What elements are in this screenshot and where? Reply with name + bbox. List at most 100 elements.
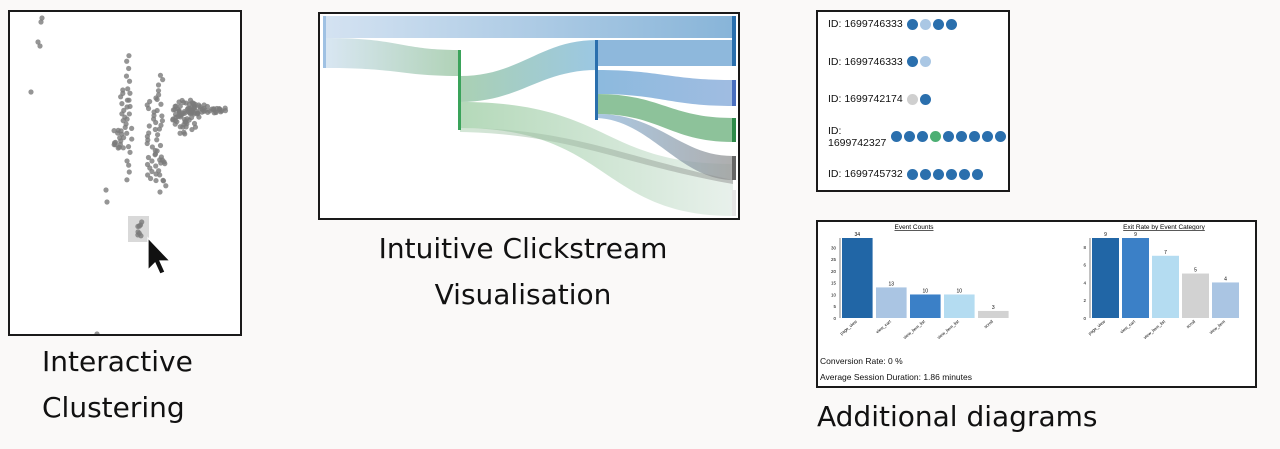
scatter-point[interactable] <box>104 199 110 205</box>
scatter-point[interactable] <box>160 77 166 83</box>
session-row[interactable]: ID: 1699742327 <box>828 125 1008 149</box>
scatter-point[interactable] <box>145 154 152 161</box>
scatter-point[interactable] <box>177 103 183 109</box>
scatter-point[interactable] <box>37 43 43 49</box>
scatter-point[interactable] <box>123 73 130 79</box>
event-dot[interactable] <box>919 93 931 105</box>
scatter-point[interactable] <box>124 158 130 164</box>
scatter-point[interactable] <box>211 110 217 116</box>
scatter-point[interactable] <box>152 126 158 133</box>
bar[interactable] <box>910 294 941 318</box>
event-dot[interactable] <box>906 18 918 30</box>
scatter-point[interactable] <box>178 112 185 118</box>
scatter-point[interactable] <box>187 110 193 117</box>
clustering-panel[interactable] <box>8 10 242 336</box>
sankey-node[interactable] <box>323 16 326 68</box>
scatter-point[interactable] <box>124 97 131 103</box>
scatter-point[interactable] <box>155 82 162 88</box>
bar[interactable] <box>1152 255 1179 318</box>
scatter-point[interactable] <box>126 78 133 84</box>
scatter-point[interactable] <box>120 145 126 151</box>
scatter-point[interactable] <box>126 53 132 59</box>
scatter-point[interactable] <box>157 189 163 195</box>
scatter-point[interactable] <box>157 142 164 149</box>
scatter-point[interactable] <box>155 88 162 94</box>
scatter-point[interactable] <box>152 151 159 157</box>
scatter-point[interactable] <box>39 15 45 21</box>
scatter-point[interactable] <box>122 124 128 130</box>
scatter-point[interactable] <box>156 126 163 132</box>
scatter-point[interactable] <box>197 104 203 110</box>
scatter-point[interactable] <box>124 177 130 183</box>
sankey-node[interactable] <box>732 156 736 180</box>
session-row[interactable]: ID: 1699742174 <box>828 88 933 110</box>
scatter-point[interactable] <box>116 144 122 150</box>
scatter-point[interactable] <box>118 94 124 100</box>
scatter-point[interactable] <box>136 230 142 237</box>
scatter-point[interactable] <box>183 100 189 106</box>
scatter-point[interactable] <box>136 223 142 229</box>
scatter-point[interactable] <box>129 136 135 142</box>
scatter-point[interactable] <box>145 172 151 178</box>
scatter-point[interactable] <box>119 111 125 117</box>
scatter-point[interactable] <box>173 114 179 121</box>
scatter-point[interactable] <box>187 105 193 112</box>
scatter-point[interactable] <box>189 126 195 133</box>
bar[interactable] <box>1122 238 1149 318</box>
sankey-node[interactable] <box>732 80 736 106</box>
bar[interactable] <box>876 287 907 318</box>
event-dot[interactable] <box>904 131 915 142</box>
scatter-point[interactable] <box>149 158 155 164</box>
sankey-node[interactable] <box>732 190 736 216</box>
scatter-point[interactable] <box>125 144 132 150</box>
scatter-point[interactable] <box>126 111 132 117</box>
scatter-point[interactable] <box>38 19 44 25</box>
scatter-point[interactable] <box>179 97 185 104</box>
scatter-point[interactable] <box>35 39 41 45</box>
scatter-point[interactable] <box>187 97 194 103</box>
event-dot[interactable] <box>958 168 970 180</box>
scatter-point[interactable] <box>181 121 187 128</box>
event-dot[interactable] <box>919 168 931 180</box>
scatter-point[interactable] <box>144 140 150 147</box>
event-dot[interactable] <box>971 168 983 180</box>
event-dot[interactable] <box>919 56 931 67</box>
scatter-point[interactable] <box>127 149 133 155</box>
sankey-node[interactable] <box>732 16 736 66</box>
session-row[interactable]: ID: 1699746333 <box>828 13 959 35</box>
sankey-node[interactable] <box>732 118 736 142</box>
scatter-point[interactable] <box>157 72 164 78</box>
scatter-point[interactable] <box>153 163 159 169</box>
selection-box[interactable] <box>128 216 149 242</box>
bar[interactable] <box>1212 282 1239 318</box>
event-dot[interactable] <box>932 168 944 180</box>
scatter-point[interactable] <box>153 177 159 184</box>
scatter-point[interactable] <box>129 125 135 132</box>
scatter-point[interactable] <box>154 132 161 138</box>
scatter-point[interactable] <box>117 135 123 141</box>
cluster-scatter-plot[interactable] <box>10 12 240 334</box>
scatter-point[interactable] <box>115 127 121 133</box>
scatter-point[interactable] <box>158 101 164 107</box>
bar[interactable] <box>978 310 1009 318</box>
scatter-point[interactable] <box>154 137 160 143</box>
scatter-point[interactable] <box>124 104 130 110</box>
scatter-point[interactable] <box>192 105 198 111</box>
event-dot[interactable] <box>969 131 980 142</box>
sankey-node[interactable] <box>458 50 461 130</box>
scatter-point[interactable] <box>120 118 126 124</box>
event-dot[interactable] <box>956 131 967 142</box>
event-dot[interactable] <box>995 131 1006 142</box>
event-dot[interactable] <box>945 168 957 180</box>
scatter-point[interactable] <box>111 142 117 148</box>
event-dot[interactable] <box>906 56 918 67</box>
session-row[interactable]: ID: 1699746333 <box>828 51 933 73</box>
scatter-point[interactable] <box>153 171 159 177</box>
scatter-point[interactable] <box>119 101 125 107</box>
scatter-point[interactable] <box>126 169 132 175</box>
bar[interactable] <box>842 238 873 318</box>
scatter-point[interactable] <box>125 86 131 92</box>
event-dot[interactable] <box>932 18 944 30</box>
